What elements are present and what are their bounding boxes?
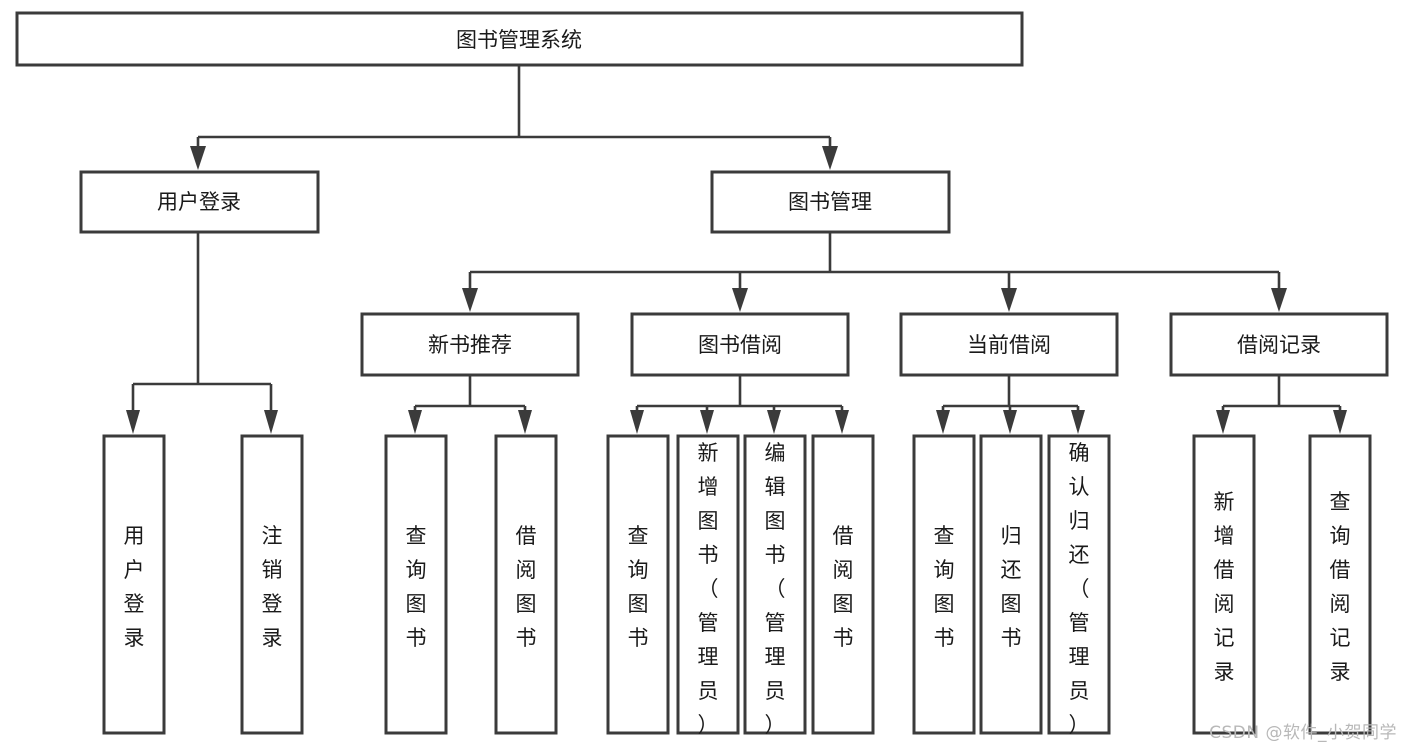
node-leaf-return-book[interactable]: 归还图书 bbox=[979, 434, 1043, 735]
node-current-borrow-box[interactable] bbox=[899, 312, 1119, 377]
arrow-head-leaf-add-book bbox=[700, 410, 714, 434]
node-leaf-query-book-1-box[interactable] bbox=[384, 434, 448, 735]
arrow-head-leaf-query-book-3 bbox=[936, 410, 950, 434]
node-leaf-query-record[interactable]: 查询借阅记录 bbox=[1308, 434, 1372, 735]
node-leaf-query-book-3[interactable]: 查询图书 bbox=[912, 434, 976, 735]
node-user-login[interactable]: 用户登录 bbox=[79, 170, 320, 234]
node-leaf-add-record[interactable]: 新增借阅记录 bbox=[1192, 434, 1256, 735]
node-leaf-query-book-2[interactable]: 查询图书 bbox=[606, 434, 670, 735]
node-leaf-query-book-2-box[interactable] bbox=[606, 434, 670, 735]
node-leaf-add-book-box[interactable] bbox=[676, 434, 740, 735]
node-new-book-recommend[interactable]: 新书推荐 bbox=[360, 312, 580, 377]
node-user-login-label: 用户登录 bbox=[157, 190, 241, 214]
node-book-borrow-label: 图书借阅 bbox=[698, 333, 782, 357]
node-leaf-user-login-label: 用户登录 bbox=[124, 524, 145, 650]
node-leaf-user-login-box[interactable] bbox=[102, 434, 166, 735]
node-leaf-edit-book-label: 编辑图书（管理员） bbox=[765, 441, 786, 737]
arrow-head-book-management bbox=[822, 146, 838, 170]
arrow-head-leaf-user-login bbox=[126, 410, 140, 434]
node-borrow-record-box[interactable] bbox=[1169, 312, 1389, 377]
node-root-box[interactable] bbox=[15, 11, 1024, 67]
node-leaf-user-login[interactable]: 用户登录 bbox=[102, 434, 166, 735]
arrow-head-leaf-add-record bbox=[1216, 410, 1230, 434]
node-leaf-add-book-label: 新增图书（管理员） bbox=[698, 441, 719, 737]
node-root[interactable]: 图书管理系统 bbox=[15, 11, 1024, 67]
arrow-head-leaf-edit-book bbox=[767, 410, 781, 434]
node-book-management-label: 图书管理 bbox=[788, 190, 872, 214]
node-leaf-return-book-box[interactable] bbox=[979, 434, 1043, 735]
node-leaf-query-book-3-box[interactable] bbox=[912, 434, 976, 735]
node-user-login-box[interactable] bbox=[79, 170, 320, 234]
node-leaf-borrow-book-1-label: 借阅图书 bbox=[516, 524, 537, 650]
arrow-head-leaf-borrow-book-1 bbox=[518, 410, 532, 434]
arrow-head-current-borrow bbox=[1001, 288, 1017, 312]
arrow-head-new-book-recommend bbox=[462, 288, 478, 312]
node-root-label: 图书管理系统 bbox=[456, 28, 582, 52]
node-leaf-return-book-label: 归还图书 bbox=[1001, 524, 1022, 650]
node-leaf-borrow-book-1-box[interactable] bbox=[494, 434, 558, 735]
node-current-borrow[interactable]: 当前借阅 bbox=[899, 312, 1119, 377]
node-leaf-borrow-book-1[interactable]: 借阅图书 bbox=[494, 434, 558, 735]
arrow-head-book-borrow bbox=[732, 288, 748, 312]
node-leaf-user-logout-label: 注销登录 bbox=[262, 524, 283, 650]
node-leaf-add-record-box[interactable] bbox=[1192, 434, 1256, 735]
node-leaf-borrow-book-2[interactable]: 借阅图书 bbox=[811, 434, 875, 735]
connector-layer bbox=[126, 65, 1347, 434]
node-leaf-edit-book-box[interactable] bbox=[743, 434, 807, 735]
node-leaf-borrow-book-2-box[interactable] bbox=[811, 434, 875, 735]
node-book-borrow-box[interactable] bbox=[630, 312, 850, 377]
node-leaf-add-book[interactable]: 新增图书（管理员） bbox=[676, 434, 740, 737]
arrow-head-borrow-record bbox=[1271, 288, 1287, 312]
node-leaf-query-record-box[interactable] bbox=[1308, 434, 1372, 735]
node-book-borrow[interactable]: 图书借阅 bbox=[630, 312, 850, 377]
arrow-head-leaf-borrow-book-2 bbox=[835, 410, 849, 434]
node-book-management[interactable]: 图书管理 bbox=[710, 170, 951, 234]
node-book-management-box[interactable] bbox=[710, 170, 951, 234]
node-leaf-confirm-return-label: 确认归还（管理员） bbox=[1069, 441, 1090, 737]
node-leaf-query-book-3-label: 查询图书 bbox=[934, 524, 955, 650]
node-leaf-edit-book[interactable]: 编辑图书（管理员） bbox=[743, 434, 807, 737]
node-leaf-user-logout[interactable]: 注销登录 bbox=[240, 434, 304, 735]
arrow-head-leaf-query-book-2 bbox=[630, 410, 644, 434]
node-leaf-borrow-book-2-label: 借阅图书 bbox=[833, 524, 854, 650]
node-new-book-recommend-label: 新书推荐 bbox=[428, 333, 512, 357]
node-current-borrow-label: 当前借阅 bbox=[967, 333, 1051, 357]
arrow-head-leaf-confirm-return bbox=[1071, 410, 1085, 434]
node-new-book-recommend-box[interactable] bbox=[360, 312, 580, 377]
node-leaf-query-book-1-label: 查询图书 bbox=[406, 524, 427, 650]
node-borrow-record-label: 借阅记录 bbox=[1237, 333, 1321, 357]
node-leaf-confirm-return[interactable]: 确认归还（管理员） bbox=[1047, 434, 1111, 737]
arrow-head-leaf-query-record bbox=[1333, 410, 1347, 434]
node-leaf-query-book-2-label: 查询图书 bbox=[628, 524, 649, 650]
arrow-head-user-login bbox=[190, 146, 206, 170]
node-leaf-confirm-return-box[interactable] bbox=[1047, 434, 1111, 735]
arrow-head-leaf-user-logout bbox=[264, 410, 278, 434]
node-leaf-query-record-label: 查询借阅记录 bbox=[1330, 490, 1351, 684]
arrow-head-leaf-query-book-1 bbox=[408, 410, 422, 434]
node-leaf-user-logout-box[interactable] bbox=[240, 434, 304, 735]
node-leaf-query-book-1[interactable]: 查询图书 bbox=[384, 434, 448, 735]
node-borrow-record[interactable]: 借阅记录 bbox=[1169, 312, 1389, 377]
arrow-head-leaf-return-book bbox=[1003, 410, 1017, 434]
node-leaf-add-record-label: 新增借阅记录 bbox=[1214, 490, 1235, 684]
